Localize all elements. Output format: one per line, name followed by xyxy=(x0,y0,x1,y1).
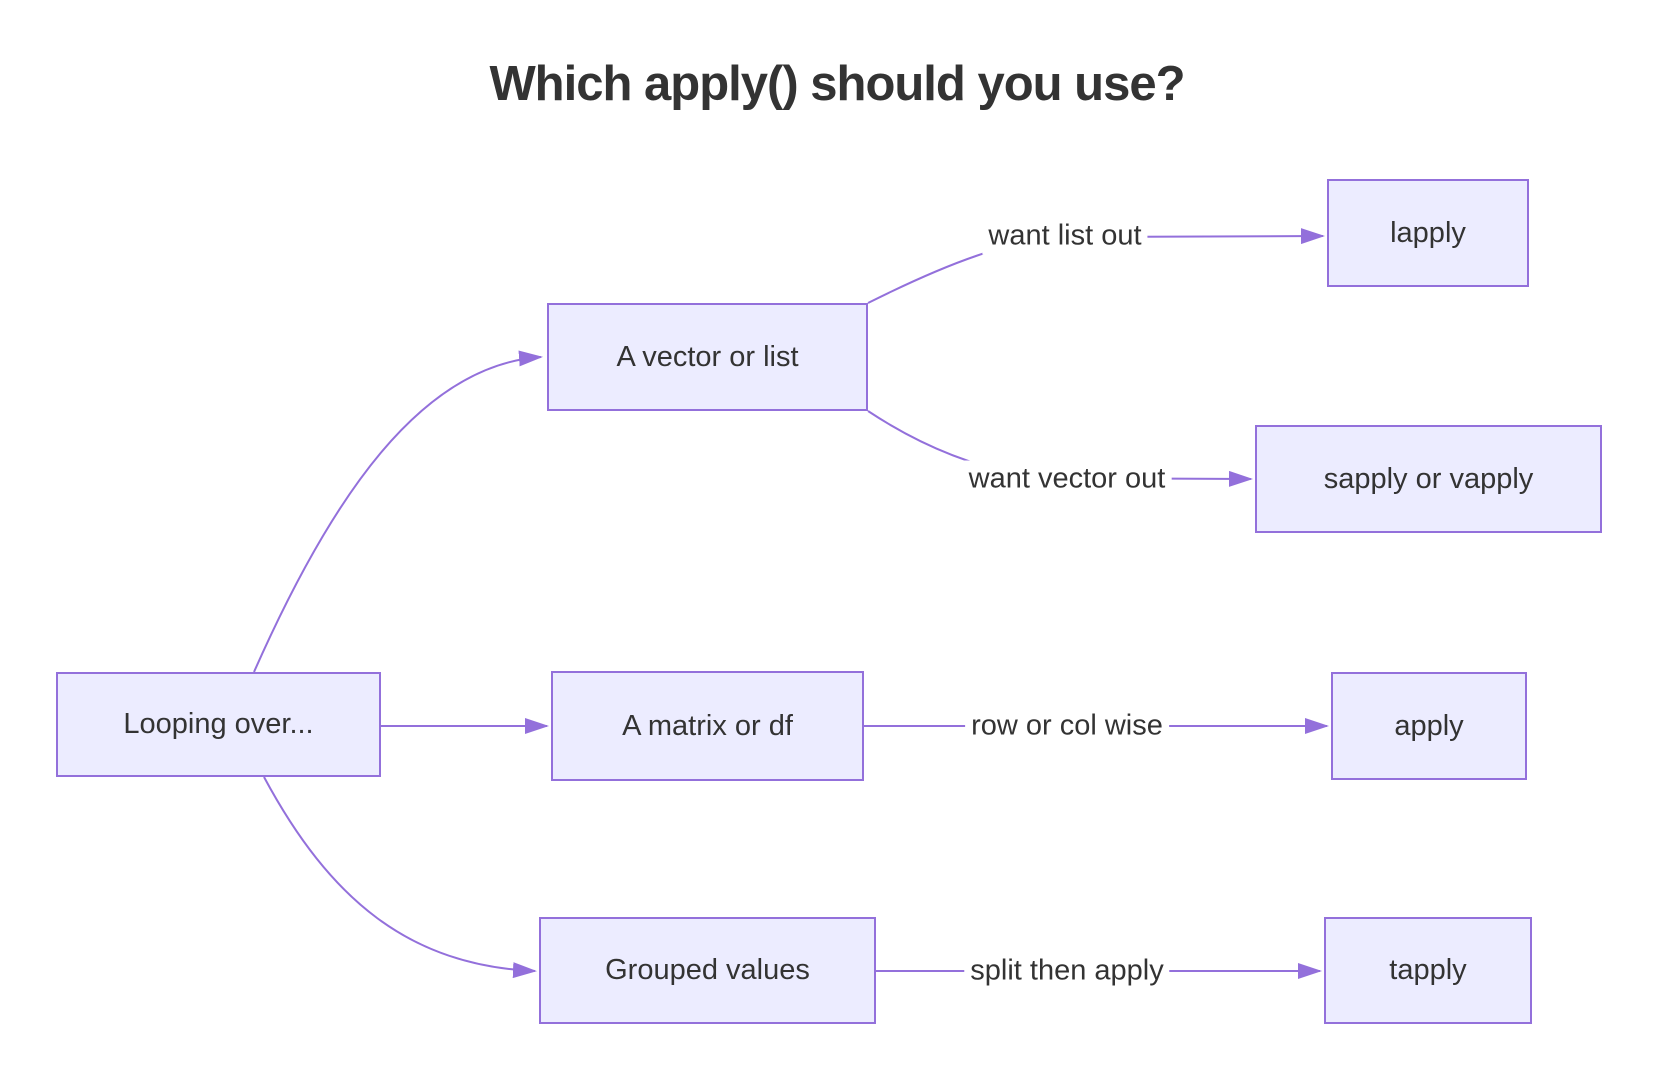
node-lapply: lapply xyxy=(1327,179,1529,287)
node-apply: apply xyxy=(1331,672,1527,780)
edge-label-want-list-out: want list out xyxy=(982,217,1148,255)
node-grouped-values-label: Grouped values xyxy=(605,954,810,986)
edge-looping-to-grouped-values xyxy=(263,776,537,979)
node-looping-over-label: Looping over... xyxy=(123,708,314,740)
node-apply-label: apply xyxy=(1394,709,1464,742)
diagram-title: Which apply() should you use? xyxy=(489,57,1185,111)
node-looping-over: Looping over... xyxy=(56,672,381,777)
edge-label-want-vector-out: want vector out xyxy=(962,460,1172,498)
node-a-vector-or-list-label: A vector or list xyxy=(616,340,799,373)
node-sapply-or-vapply-label: sapply or vapply xyxy=(1323,462,1534,495)
node-lapply-label: lapply xyxy=(1390,216,1466,249)
node-tapply: tapply xyxy=(1324,917,1532,1024)
node-sapply-or-vapply: sapply or vapply xyxy=(1255,425,1602,533)
node-a-matrix-or-df: A matrix or df xyxy=(551,671,864,781)
edge-looping-to-a-vector-or-list xyxy=(253,350,543,673)
node-a-matrix-or-df-label: A matrix or df xyxy=(622,709,793,742)
node-tapply-label: tapply xyxy=(1389,954,1467,986)
node-a-vector-or-list: A vector or list xyxy=(547,303,868,411)
edge-label-row-or-col-wise: row or col wise xyxy=(965,707,1169,745)
edge-label-split-then-apply: split then apply xyxy=(964,952,1170,990)
node-grouped-values: Grouped values xyxy=(539,917,876,1024)
